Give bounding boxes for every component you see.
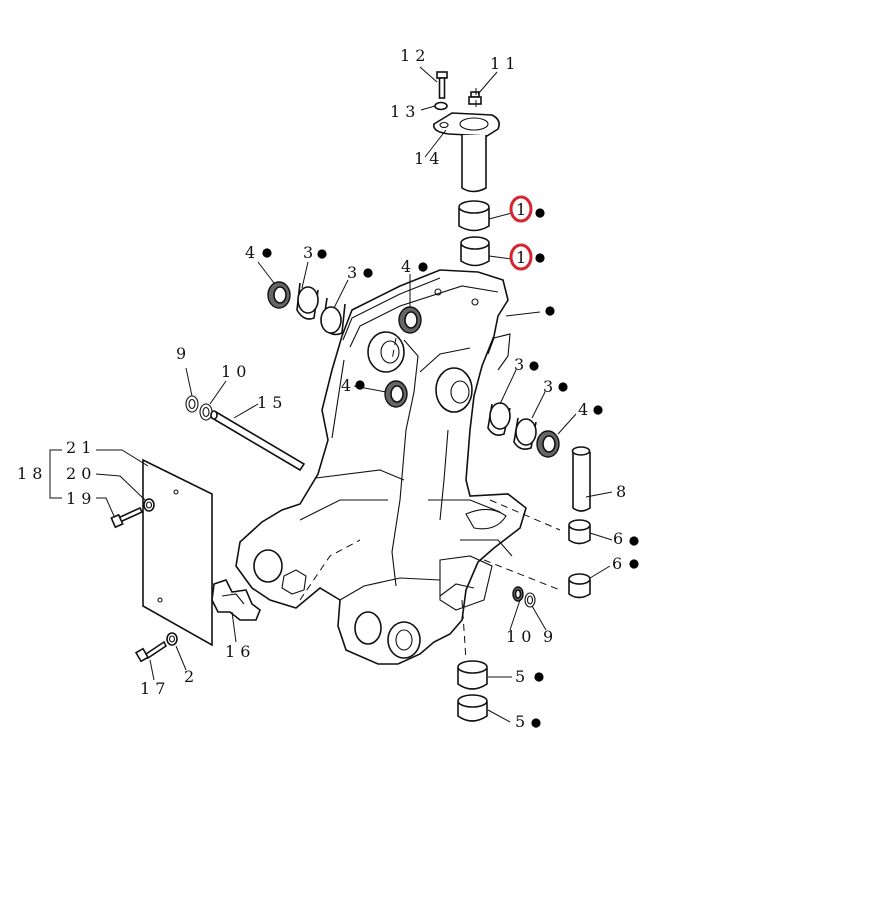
highlight-ring-part-1-lower bbox=[509, 243, 533, 271]
callout-10-a: 1 0 bbox=[221, 362, 246, 381]
callout-1-lower: 1 bbox=[516, 248, 526, 267]
part-16-bracket bbox=[211, 579, 261, 621]
part-1-bushing-upper bbox=[458, 200, 490, 232]
part-9-ring-upper bbox=[185, 395, 199, 413]
callout-3-d: 3 bbox=[543, 377, 553, 396]
callout-6-b: 6 bbox=[612, 554, 622, 573]
part-9-ring-lower bbox=[524, 592, 536, 608]
part-6-bushing-lower bbox=[568, 573, 591, 599]
part-5-bushing-lower bbox=[457, 694, 488, 722]
part-17-bolt bbox=[134, 640, 168, 663]
part-13-washer bbox=[434, 101, 448, 111]
callout-14: 1 4 bbox=[414, 149, 439, 168]
callout-13: 1 3 bbox=[390, 102, 415, 121]
callout-labels: 1 2 1 1 1 3 1 4 1 1 4 3 3 4 9 1 0 1 5 4 … bbox=[17, 46, 626, 731]
part-5-bushing-upper bbox=[457, 660, 488, 690]
part-11-grease-nipple bbox=[468, 91, 482, 105]
part-3-bushing-right-b bbox=[513, 417, 537, 450]
part-14-pin bbox=[433, 112, 500, 193]
centerline-5 bbox=[461, 599, 467, 661]
callout-19: 1 9 bbox=[66, 489, 91, 508]
callout-3-a: 3 bbox=[303, 243, 313, 262]
part-4-seal-left bbox=[267, 281, 291, 309]
callout-4-a: 4 bbox=[245, 243, 255, 262]
callout-11: 1 1 bbox=[490, 54, 515, 73]
callout-4-b: 4 bbox=[401, 257, 411, 276]
centerline-2 bbox=[299, 539, 361, 601]
centerline-4 bbox=[483, 559, 561, 591]
callout-3-c: 3 bbox=[514, 355, 524, 374]
part-4-seal-upper-center bbox=[398, 306, 422, 334]
part-21-plate bbox=[142, 458, 213, 647]
callout-5-b: 5 bbox=[515, 712, 525, 731]
callout-10-b: 1 0 bbox=[506, 627, 531, 646]
callout-20: 2 0 bbox=[66, 464, 91, 483]
callout-15: 1 5 bbox=[257, 393, 282, 412]
callout-9-a: 9 bbox=[176, 344, 186, 363]
part-15-rod bbox=[210, 410, 306, 472]
callout-17: 1 7 bbox=[140, 679, 165, 698]
callout-2: 2 bbox=[184, 667, 194, 686]
callout-16: 1 6 bbox=[225, 642, 250, 661]
part-2-washer bbox=[166, 632, 178, 646]
callout-8: 8 bbox=[616, 482, 626, 501]
part-4-seal-right bbox=[536, 430, 560, 458]
part-10-washer-lower bbox=[512, 586, 524, 602]
bullet-dots bbox=[262, 208, 639, 728]
part-3-bushing-left-a bbox=[296, 282, 319, 320]
part-19-bolt bbox=[110, 506, 144, 529]
callout-6-a: 6 bbox=[613, 529, 623, 548]
part-1-bushing-lower bbox=[460, 236, 490, 267]
part-10-washer-upper bbox=[199, 403, 213, 421]
part-12-bolt bbox=[436, 71, 448, 99]
part-3-bushing-right-a bbox=[487, 402, 511, 436]
part-6-bushing-upper bbox=[568, 519, 591, 545]
leader-lines bbox=[49, 66, 613, 723]
part-3-bushing-left-b bbox=[320, 297, 346, 336]
part-20-washer bbox=[143, 498, 155, 512]
callout-4-c: 4 bbox=[341, 376, 351, 395]
callout-21: 2 1 bbox=[66, 438, 91, 457]
callout-5-a: 5 bbox=[515, 667, 525, 686]
callout-12: 1 2 bbox=[400, 46, 425, 65]
swing-frame-body bbox=[235, 269, 527, 665]
highlight-ring-part-1-upper bbox=[509, 195, 533, 223]
callout-9-b: 9 bbox=[543, 627, 553, 646]
callout-1-upper: 1 bbox=[516, 200, 526, 219]
part-8-pin bbox=[571, 446, 591, 512]
centerline-1 bbox=[391, 337, 397, 361]
centerline-3 bbox=[489, 499, 561, 531]
part-4-seal-mid-center bbox=[384, 380, 408, 408]
callout-4-d: 4 bbox=[578, 400, 588, 419]
callout-18: 1 8 bbox=[17, 464, 42, 483]
callout-3-b: 3 bbox=[347, 263, 357, 282]
